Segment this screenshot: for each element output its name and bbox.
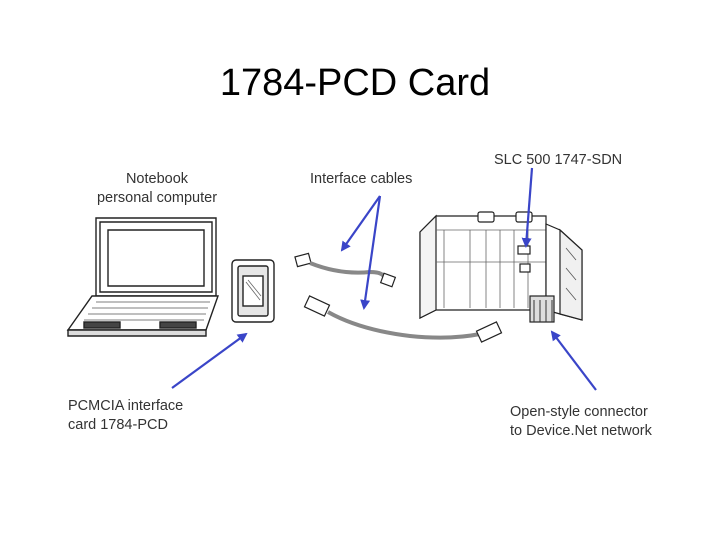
pcmcia-label-line2: card 1784-PCD bbox=[68, 417, 168, 433]
connector-label-line2: to Device.Net network bbox=[510, 423, 652, 439]
connector-label: Open-style connector to Device.Net netwo… bbox=[510, 403, 652, 441]
arrow-cable-left bbox=[340, 195, 381, 252]
interface-cable-short bbox=[294, 252, 397, 288]
arrows bbox=[171, 167, 597, 391]
arrow-connector bbox=[550, 330, 597, 391]
arrow-cable-right bbox=[360, 195, 382, 310]
arrow-pcmcia bbox=[171, 332, 248, 389]
notebook-computer-icon bbox=[66, 217, 219, 337]
notebook-label: Notebook personal computer bbox=[84, 170, 230, 208]
pcmcia-card-icon bbox=[231, 259, 275, 323]
cables-label: Interface cables bbox=[310, 171, 413, 187]
interface-cable-long bbox=[303, 295, 503, 343]
arrow-slc bbox=[521, 167, 534, 248]
pcmcia-label-line1: PCMCIA interface bbox=[68, 398, 184, 414]
slc-label: SLC 500 1747-SDN bbox=[494, 152, 623, 168]
slc-500-chassis-icon bbox=[419, 211, 583, 323]
pcmcia-label: PCMCIA interface card 1784-PCD bbox=[68, 397, 183, 435]
connector-label-line1: Open-style connector bbox=[510, 404, 648, 420]
page-title: 1784-PCD Card bbox=[219, 62, 491, 104]
notebook-label-line1: Notebook bbox=[125, 171, 189, 187]
notebook-label-line2: personal computer bbox=[96, 190, 218, 206]
